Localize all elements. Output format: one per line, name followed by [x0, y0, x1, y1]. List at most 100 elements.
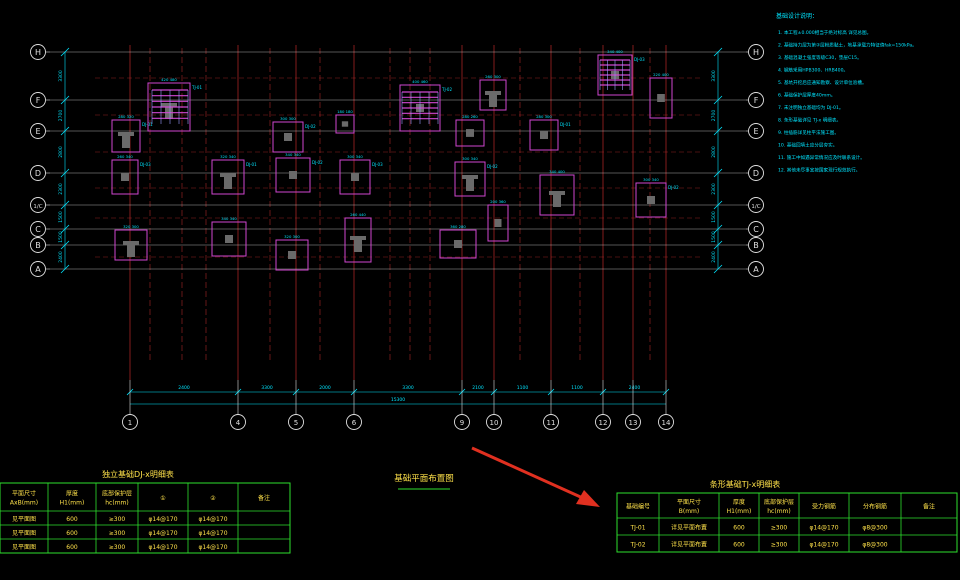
col-axis-label: 5 — [294, 419, 298, 427]
column-section — [657, 94, 665, 102]
footing-label: DJ-02 — [668, 185, 679, 190]
footing-outline — [344, 217, 372, 263]
dim-tick — [713, 47, 723, 57]
dim-tick — [60, 126, 70, 136]
row-axis-bubble — [30, 165, 46, 181]
strip-footing-table-header-cell: H1(mm) — [727, 508, 752, 515]
column-section — [118, 132, 134, 136]
dim-text: 2700 — [58, 110, 64, 122]
column-section — [647, 196, 655, 204]
footing-label: DJ-03 — [634, 57, 645, 62]
footing-label: DJ-01 — [246, 162, 257, 167]
col-axis-label: 11 — [547, 419, 556, 427]
strip-footing-table-header-cell: hc(mm) — [767, 508, 790, 515]
footing-outline — [147, 82, 191, 132]
footing-dim-text: 260 440 — [350, 212, 366, 217]
column-section — [350, 236, 366, 240]
column-section — [123, 241, 139, 245]
dimension-lines: 3300270028002300150015002400330027002800… — [58, 47, 723, 405]
isolated-footing-table-header-cell: hc(mm) — [105, 500, 128, 507]
dim-text: 1100 — [571, 385, 583, 391]
col-axis-label: 14 — [662, 419, 671, 427]
isolated-footing-table-cell: 600 — [66, 516, 78, 523]
col-axis-bubble — [122, 414, 138, 430]
row-axis-bubble — [30, 123, 46, 139]
footing-dim-text: 300 300 — [280, 116, 296, 121]
note-line: 10. 基础回填土应分层夯实。 — [778, 142, 837, 149]
footing-dim-text: 300 340 — [462, 156, 478, 161]
footing-outline — [455, 119, 485, 147]
dim-text: 1500 — [711, 211, 717, 223]
isolated-footing-table-cell: ≥300 — [109, 544, 126, 551]
isolated-footing-table-cell: φ14@170 — [148, 544, 177, 551]
dim-text-total: 15300 — [391, 397, 405, 403]
row-axis-label: F — [36, 96, 41, 105]
note-line: 1. 本工程±0.000相当于绝对标高 详见总图。 — [778, 29, 871, 36]
column-section — [284, 133, 292, 141]
footing-dim-text: 260 340 — [117, 154, 133, 159]
row-axis-label: H — [753, 48, 759, 57]
col-axis-bubble — [346, 414, 362, 430]
footing-outline — [479, 79, 507, 111]
row-axis-bubble — [748, 165, 764, 181]
col-axis-bubble — [625, 414, 641, 430]
footing-dim-text: 200 360 — [490, 199, 506, 204]
strip-footing-table-cell: 详见平面布置 — [671, 524, 707, 532]
col-axis-label: 13 — [629, 419, 638, 427]
strip-footing-table-cell: φ8@300 — [862, 525, 887, 532]
row-axis-label: F — [754, 96, 759, 105]
footing-label: DJ-03 — [372, 162, 383, 167]
dim-tick — [60, 264, 70, 274]
dim-tick — [713, 200, 723, 210]
strip-footing-table: 条形基础TJ-x明细表 基础编号平面尺寸B(mm)厚度H1(mm)底部保护层hc… — [616, 479, 958, 553]
col-axis-label: 10 — [490, 419, 499, 427]
note-line: 6. 基础保护层厚度40mm。 — [778, 92, 835, 99]
row-axis-bubble — [748, 261, 764, 277]
note-line: 7. 未注明独立基础均为 DJ-01。 — [778, 104, 843, 111]
footing-outline — [111, 119, 141, 153]
drawing-title: 基础平面布置图 — [394, 473, 454, 484]
grid-lines — [50, 45, 746, 380]
isolated-footing-table-cell: 见平面图 — [12, 516, 36, 523]
isolated-footing-table-cell: φ14@170 — [198, 530, 227, 537]
design-notes: 基础设计说明： 1. 本工程±0.000相当于绝对标高 详见总图。2. 基础持力… — [776, 12, 917, 174]
footing-dim-text: 180 180 — [337, 109, 353, 114]
row-axis-label: C — [753, 225, 759, 234]
column-section — [351, 173, 359, 181]
dim-tick — [60, 168, 70, 178]
dim-text: 1500 — [711, 231, 717, 243]
footing-outline — [399, 84, 441, 132]
dim-text: 3300 — [58, 70, 64, 82]
col-axis-bubble — [288, 414, 304, 430]
column-section — [466, 175, 474, 191]
dim-tick — [60, 240, 70, 250]
isolated-footing-table-cell: 600 — [66, 544, 78, 551]
isolated-footing-table-cell: 见平面图 — [12, 530, 36, 537]
strip-footing-table-header-cell: 基础编号 — [626, 503, 650, 511]
isolated-footing-table-header-cell: H1(mm) — [60, 500, 85, 507]
dim-text: 2100 — [472, 385, 484, 391]
row-axis-label: E — [753, 127, 758, 136]
note-line: 4. 钢筋采用HPB300、HRB400。 — [778, 67, 848, 74]
column-section — [288, 251, 296, 259]
strip-footing-table-frame — [616, 492, 958, 553]
footing-outline — [439, 229, 477, 259]
footing-label: TJ-02 — [441, 87, 452, 92]
col-axis-bubble — [543, 414, 559, 430]
row-axis-bubble — [748, 44, 764, 60]
footing-outline — [529, 119, 559, 151]
note-line: 5. 基坑开挖后应通知勘察、设计单位验槽。 — [778, 79, 867, 86]
footing-dim-text: 320 300 — [123, 224, 139, 229]
dim-text: 2800 — [711, 146, 717, 158]
column-section — [127, 241, 135, 257]
col-axis-bubble — [658, 414, 674, 430]
isolated-footing-table-header-cell: ① — [160, 495, 165, 502]
strip-footing-table-header-cell: 备注 — [923, 503, 935, 511]
column-section — [122, 132, 130, 148]
footing-dim-text: 280 320 — [118, 114, 134, 119]
footing-dim-text: 340 400 — [607, 49, 623, 54]
row-axis-label: E — [35, 127, 40, 136]
column-section — [161, 103, 177, 107]
